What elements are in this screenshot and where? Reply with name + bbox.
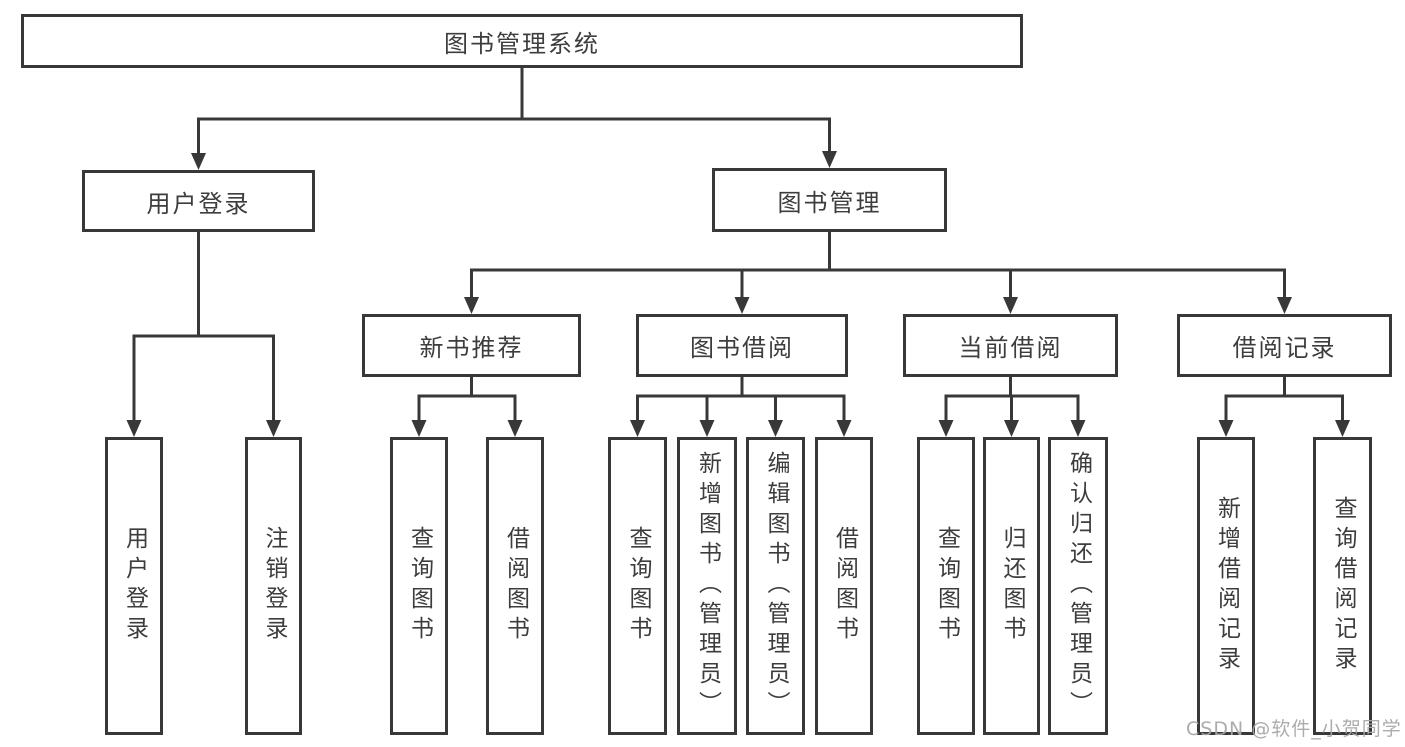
node-label: 用户登录 [146,189,251,218]
node-leaf-confirm-return: 确认归还（管理员） [1048,437,1108,735]
node-label: 查询图书 [406,526,433,646]
arrowhead-icon [1218,420,1234,437]
arrowhead-icon [1003,297,1018,314]
arrowhead-icon [734,297,750,314]
node-label: 归还图书 [999,526,1025,646]
node-leaf-borrow-book-1: 借阅图书 [486,437,544,735]
node-leaf-logout: 注销登录 [245,437,302,735]
arrowhead-icon [836,420,852,437]
node-label: 新增图书（管理员） [694,451,721,721]
arrowhead-icon [938,420,954,437]
node-leaf-return-book: 归还图书 [983,437,1040,735]
node-label: 查询图书 [625,526,651,646]
node-label: 图书借阅 [690,334,794,362]
node-label: 查询图书 [933,526,960,646]
node-label: 图书管理 [777,188,882,217]
arrowhead-icon [699,420,715,437]
node-new-book-recommend: 新书推荐 [362,314,581,377]
node-leaf-query-record: 查询借阅记录 [1313,437,1372,735]
arrowhead-icon [1070,420,1086,437]
node-label: 借阅图书 [502,526,529,646]
arrowhead-icon [630,420,645,437]
node-leaf-add-book-admin: 新增图书（管理员） [677,437,737,735]
node-label: 编辑图书（管理员） [763,451,789,721]
node-leaf-query-book-3: 查询图书 [917,437,975,735]
arrowhead-icon [464,297,479,314]
node-leaf-borrow-book-2: 借阅图书 [815,437,873,735]
node-leaf-edit-book-admin: 编辑图书（管理员） [746,437,805,735]
node-label: 确认归还（管理员） [1065,451,1092,721]
node-leaf-query-book-1: 查询图书 [390,437,448,735]
arrowhead-icon [191,153,206,170]
node-book-management: 图书管理 [712,168,947,232]
arrowhead-icon [507,420,523,437]
node-label: 借阅记录 [1232,334,1337,362]
node-current-borrowing: 当前借阅 [903,314,1118,377]
node-root: 图书管理系统 [21,14,1023,68]
arrowhead-icon [822,151,837,168]
arrowhead-icon [1277,297,1292,314]
node-leaf-user-login: 用户登录 [105,437,163,735]
node-label: 图书管理系统 [444,29,600,58]
arrowhead-icon [768,420,783,437]
node-label: 新书推荐 [419,334,524,362]
node-label: 用户登录 [121,526,148,646]
arrowhead-icon [126,420,142,437]
watermark: CSDN @软件_小贺同学 [1186,718,1402,740]
node-label: 当前借阅 [958,334,1063,362]
arrowhead-icon [1335,420,1350,437]
node-label: 借阅图书 [831,526,858,646]
node-leaf-add-record: 新增借阅记录 [1197,437,1255,735]
arrowhead-icon [1004,420,1019,437]
node-user-login: 用户登录 [82,170,315,232]
arrowhead-icon [266,420,281,437]
arrowhead-icon [411,420,427,437]
node-label: 注销登录 [261,526,287,646]
node-book-borrowing: 图书借阅 [636,314,848,377]
node-borrowing-records: 借阅记录 [1177,314,1392,377]
node-label: 新增借阅记录 [1213,496,1240,676]
node-label: 查询借阅记录 [1330,496,1356,676]
node-leaf-query-book-2: 查询图书 [608,437,667,735]
